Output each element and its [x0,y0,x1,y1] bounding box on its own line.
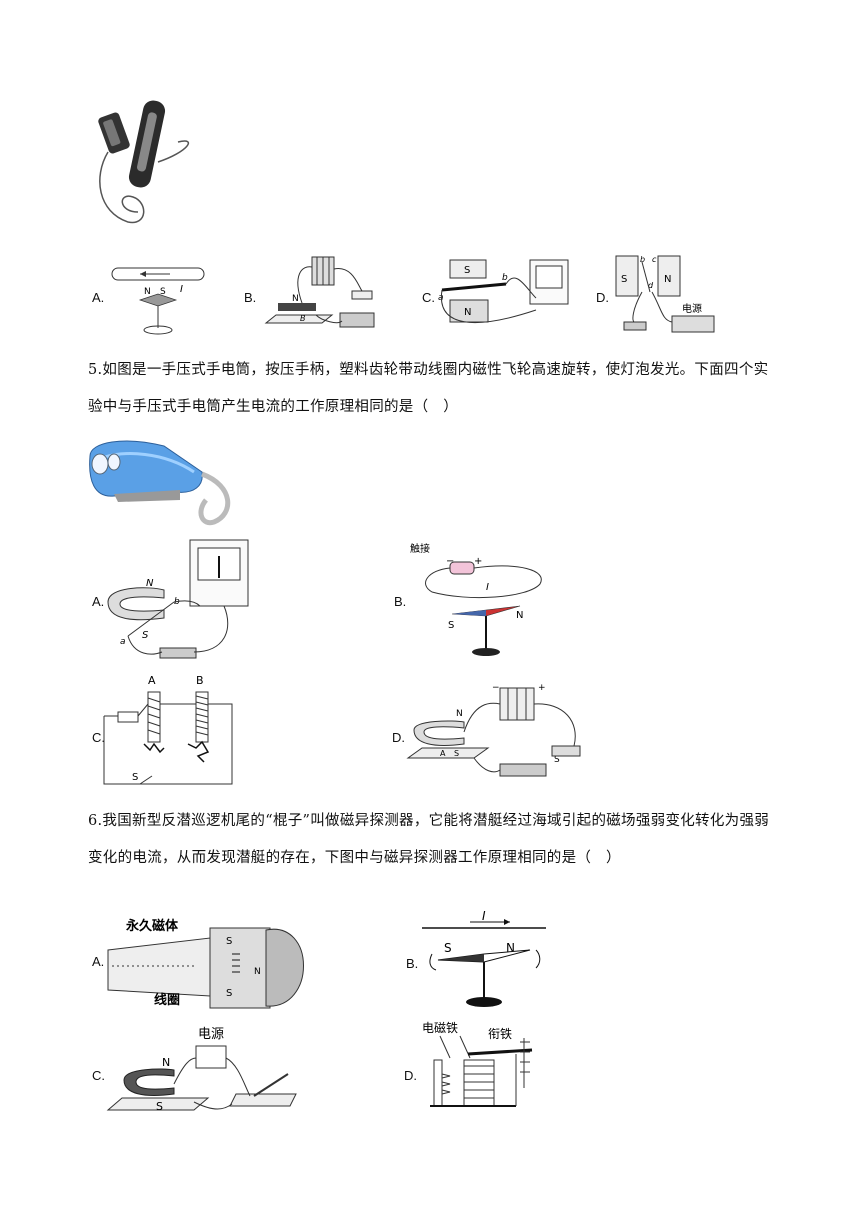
s-label: S [454,749,459,758]
n-label: N [516,610,523,621]
q5-option-c-label[interactable]: C. [92,730,105,745]
q5-option-c-figure: A B S [103,674,233,785]
n-label: N [456,709,463,719]
q6-option-c-figure: 电源 N S [106,1027,297,1113]
a-label: A [148,674,156,687]
b-label: b [640,255,645,264]
s-label: S [464,265,470,276]
q5-option-d-figure: N A S − + S [406,683,581,777]
n-label: N [464,307,471,318]
q6-option-d-figure: 电磁铁 衔铁 [422,1020,533,1107]
q5-option-a-figure: N S a b [107,539,249,659]
question-5-text: 5.如图是一手压式手电筒，按压手柄，塑料齿轮带动线圈内磁性飞轮高速旋转，使灯泡发… [88,362,769,415]
touch-label: 触接 [410,542,430,555]
q5-option-b-figure: 触接 − + I S N [410,542,542,656]
minus-label: − [446,556,454,567]
question-6-text: 6.我国新型反潜巡逻机尾的“棍子”叫做磁异探测器，它能将潜艇经过海域引起的磁场强… [88,813,770,866]
q4-option-b-label[interactable]: B. [244,290,257,305]
s2-label: S [554,755,560,765]
q4-option-a-label[interactable]: A. [92,290,105,305]
b-label: b [174,597,180,607]
charger-figure [98,100,190,224]
q5-option-d-label[interactable]: D. [392,730,405,745]
q4-option-a-figure: I N S [111,267,205,335]
electromagnet-label: 电磁铁 [422,1020,458,1035]
s-label: S [621,274,627,285]
n-label: N [506,941,515,955]
q6-option-b-label[interactable]: B. [406,956,419,971]
s-label: S [156,1100,163,1113]
armature-label: 衔铁 [488,1027,512,1041]
magnet-label: 永久磁体 [125,918,179,934]
plus-label: + [538,683,546,693]
s-label: S [142,630,149,641]
b-label: b [502,273,508,283]
n-label: N [292,294,299,304]
n-label: N [254,967,261,977]
q6-option-a-figure: 永久磁体 S S N 线圈 [107,918,304,1009]
current-label: I [486,582,489,593]
hand-press-flashlight-figure [89,440,231,526]
q4-option-d-figure: S N b c d 电源 [615,255,715,333]
q6-option-b-figure: I S N [422,909,546,1007]
q4-option-c-figure: S N a b [438,259,569,324]
s-label: S [448,620,454,631]
minus-label: − [492,683,500,693]
b-label: B [300,314,306,323]
n-label: N [146,578,154,589]
s-label: S [226,936,232,947]
q5-option-a-label[interactable]: A. [92,594,105,609]
q5-option-b-label[interactable]: B. [394,594,407,609]
power-label: 电源 [198,1027,224,1042]
current-label: I [482,909,486,923]
q6-option-d-label[interactable]: D. [404,1068,417,1083]
coil-label: 线圈 [154,992,180,1008]
b-label: B [196,674,204,687]
s-label: S [160,287,166,297]
a-label: A [440,749,446,758]
q6-option-c-label[interactable]: C. [92,1068,105,1083]
n-label: N [664,274,671,285]
s-label: S [132,772,138,783]
n-label: N [144,287,151,297]
d-label: d [648,281,654,290]
s-label: S [444,941,452,955]
q4-option-b-figure: N B [264,256,375,328]
power-label: 电源 [682,302,702,315]
n-label: N [162,1056,170,1069]
a-label: a [438,293,444,303]
q4-option-d-label[interactable]: D. [596,290,609,305]
c-label: c [652,255,657,264]
q4-option-c-label[interactable]: C. [422,290,435,305]
current-label: I [180,284,183,295]
plus-label: + [474,556,482,567]
s2-label: S [226,988,232,999]
a-label: a [120,637,126,647]
q6-option-a-label[interactable]: A. [92,954,105,969]
